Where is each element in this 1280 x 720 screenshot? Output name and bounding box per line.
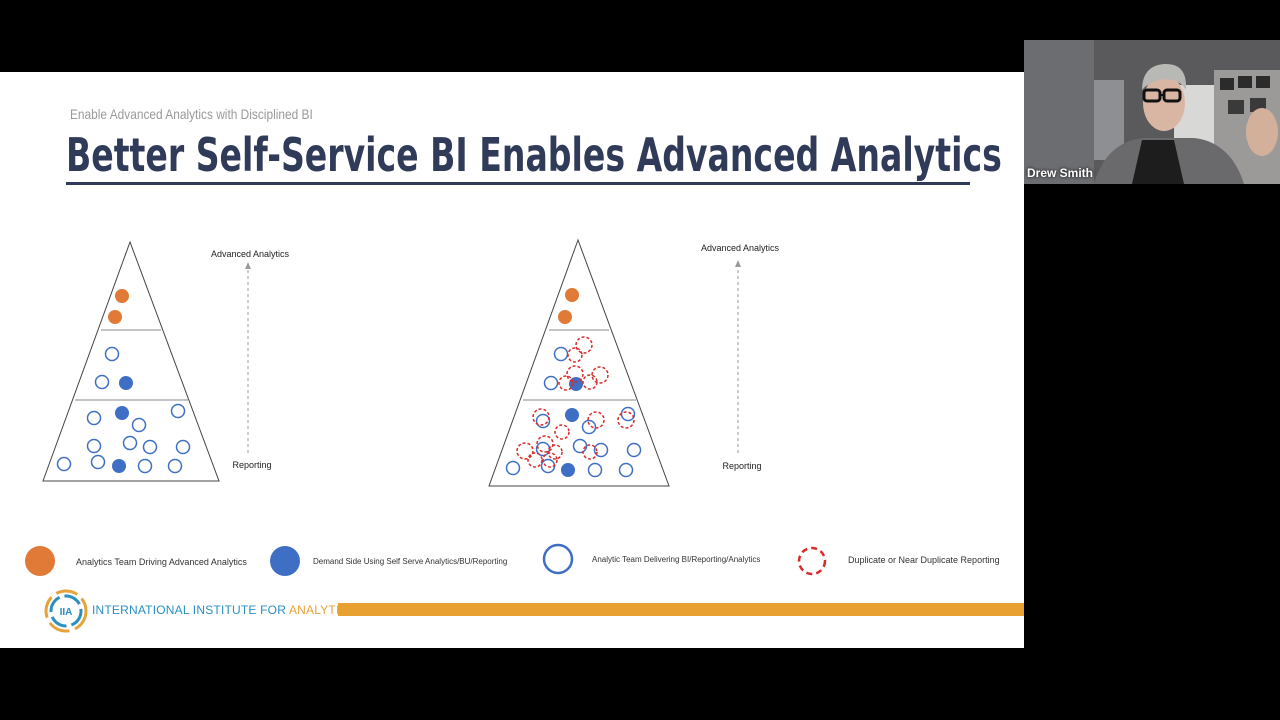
blue-outline-dot bbox=[92, 456, 105, 469]
right-scale-arrowhead bbox=[735, 260, 741, 267]
blue-outline-dot bbox=[133, 419, 146, 432]
blue-outline-dot bbox=[58, 458, 71, 471]
blue-outline-dot bbox=[620, 464, 633, 477]
left-reporting-label: Reporting bbox=[232, 460, 271, 470]
blue-outline-dot bbox=[589, 464, 602, 477]
blue-outline-dot bbox=[96, 376, 109, 389]
duplicate-report-circles bbox=[517, 337, 634, 467]
legend-item-demand-side: Demand Side Using Self Serve Analytics/B… bbox=[313, 557, 507, 566]
blue-outline-dot bbox=[169, 460, 182, 473]
blue-outline-dot bbox=[88, 440, 101, 453]
left-advanced-analytics-label: Advanced Analytics bbox=[211, 249, 290, 259]
legend-label: Analytics Team Driving Advanced Analytic… bbox=[76, 557, 247, 567]
orange-dot bbox=[565, 288, 579, 302]
red-dashed-dot bbox=[517, 443, 533, 459]
logo-mark-text: IIA bbox=[60, 607, 73, 618]
orange-dot bbox=[115, 289, 129, 303]
legend-label: Duplicate or Near Duplicate Reporting bbox=[848, 555, 1000, 565]
blue-outline-dot bbox=[545, 377, 558, 390]
blue-outline-dot bbox=[555, 348, 568, 361]
right-advanced-analytics-label: Advanced Analytics bbox=[701, 243, 780, 253]
legend-label: Demand Side Using Self Serve Analytics/B… bbox=[313, 557, 507, 566]
blue-outline-dot bbox=[177, 441, 190, 454]
participant-video-tile[interactable]: Drew Smith bbox=[1024, 40, 1280, 184]
blue-outline-dot bbox=[106, 348, 119, 361]
left-scale-arrowhead bbox=[245, 262, 251, 269]
blue-outline-dot bbox=[88, 412, 101, 425]
participant-name-label: Drew Smith bbox=[1027, 166, 1093, 180]
blue-outline-dot bbox=[537, 415, 550, 428]
legend-item-analytics-team: Analytics Team Driving Advanced Analytic… bbox=[76, 557, 247, 567]
orange-dot bbox=[558, 310, 572, 324]
blue-filled-dot bbox=[112, 459, 126, 473]
left-pyramid: Advanced Analytics Reporting bbox=[43, 242, 290, 481]
logo-wordmark: INTERNATIONAL INSTITUTE FOR ANALYTICS. bbox=[92, 603, 360, 617]
blue-filled-dot bbox=[561, 463, 575, 477]
blue-filled-dot bbox=[119, 376, 133, 390]
blue-outline-dot bbox=[574, 440, 587, 453]
legend-item-duplicate-reporting: Duplicate or Near Duplicate Reporting bbox=[848, 555, 1000, 565]
blue-outline-dot bbox=[139, 460, 152, 473]
legend-blue-outline-circle-icon bbox=[544, 545, 572, 573]
logo-text-main: INTERNATIONAL INSTITUTE FOR bbox=[92, 603, 289, 617]
blue-outline-dot bbox=[144, 441, 157, 454]
blue-filled-dot bbox=[565, 408, 579, 422]
blue-outline-dot bbox=[622, 408, 635, 421]
legend-blue-filled-circle-icon bbox=[270, 546, 300, 576]
red-dashed-dot bbox=[533, 409, 549, 425]
footer-accent-bar bbox=[338, 603, 1024, 616]
red-dashed-dot bbox=[555, 425, 569, 439]
red-dashed-dot bbox=[568, 348, 582, 362]
blue-outline-dot bbox=[628, 444, 641, 457]
orange-dot bbox=[108, 310, 122, 324]
iia-logo-icon: IIA bbox=[46, 591, 86, 631]
blue-outline-dot bbox=[124, 437, 137, 450]
legend-item-analytic-delivering: Analytic Team Delivering BI/Reporting/An… bbox=[592, 555, 760, 564]
red-dashed-dot bbox=[576, 337, 592, 353]
presentation-slide: Enable Advanced Analytics with Disciplin… bbox=[0, 72, 1024, 648]
right-pyramid-outline bbox=[489, 240, 669, 486]
blue-outline-dot bbox=[507, 462, 520, 475]
right-reporting-label: Reporting bbox=[722, 461, 761, 471]
left-pyramid-outline bbox=[43, 242, 219, 481]
blue-outline-dot bbox=[172, 405, 185, 418]
legend-red-dashed-circle-icon bbox=[799, 548, 825, 574]
legend-label: Analytic Team Delivering BI/Reporting/An… bbox=[592, 555, 760, 564]
legend-orange-circle-icon bbox=[25, 546, 55, 576]
red-dashed-dot bbox=[592, 367, 608, 383]
participant-video-feed bbox=[1024, 40, 1280, 184]
red-dashed-dot bbox=[548, 445, 562, 459]
right-pyramid: Advanced Analytics Reporting bbox=[489, 240, 780, 486]
blue-filled-dot bbox=[115, 406, 129, 420]
